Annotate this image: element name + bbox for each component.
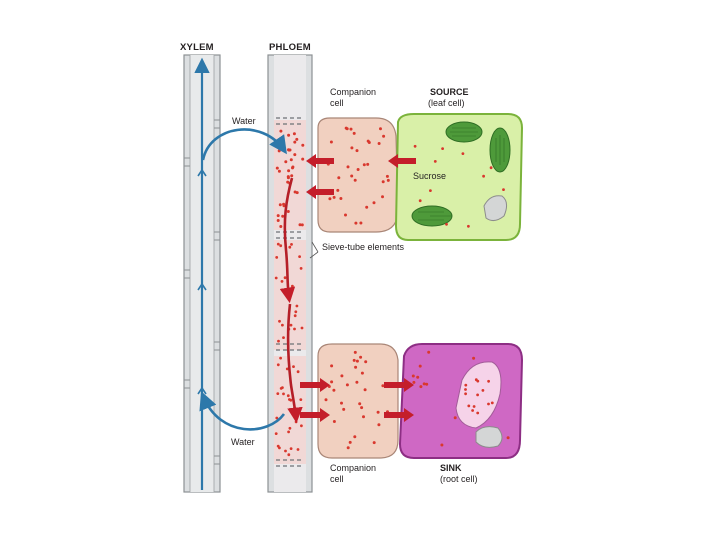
xylem-label: XYLEM [180, 43, 214, 53]
sieve-tube-label: Sieve-tube elements [322, 242, 404, 252]
companion-bottom-label-1: Companion [330, 463, 376, 473]
sink-root-cell [400, 344, 522, 458]
water-label-top: Water [232, 116, 256, 126]
root-nucleus [476, 427, 502, 448]
companion-top-label-2: cell [330, 98, 344, 108]
source-label: SOURCE [430, 87, 469, 97]
sink-sublabel: (root cell) [440, 474, 478, 484]
source-sublabel: (leaf cell) [428, 98, 465, 108]
xylem-vessel [184, 55, 220, 492]
phloem-sieve-tube [268, 55, 312, 492]
companion-cell-bottom [318, 344, 398, 458]
phloem-label: PHLOEM [269, 43, 311, 53]
companion-bottom-label-2: cell [330, 474, 344, 484]
companion-cell-top [318, 118, 398, 232]
sink-label: SINK [440, 463, 462, 473]
companion-top-label-1: Companion [330, 87, 376, 97]
water-label-bottom: Water [231, 437, 255, 447]
sucrose-label: Sucrose [413, 171, 446, 181]
